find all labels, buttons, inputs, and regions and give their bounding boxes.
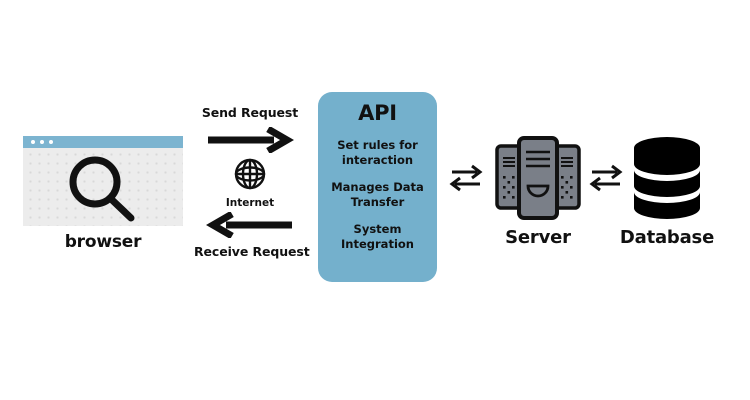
database-label: Database	[619, 227, 715, 248]
database-node	[630, 134, 704, 222]
api-title: API	[358, 101, 397, 125]
exchange-arrow-api-server-icon	[449, 164, 483, 192]
window-dot-2-icon	[40, 140, 44, 144]
exchange-arrow-server-database-icon	[589, 164, 623, 192]
api-feature-2: Manages Data Transfer	[331, 180, 424, 209]
browser-titlebar	[23, 136, 183, 148]
send-request-label: Send Request	[201, 105, 299, 120]
internet-label: Internet	[225, 197, 275, 209]
browser-node	[23, 136, 183, 226]
browser-window	[23, 136, 183, 226]
internet-connector-group: Send Request Internet Receive Request	[194, 105, 310, 260]
api-feature-1: Set rules for interaction	[337, 138, 418, 167]
server-node	[495, 134, 581, 222]
server-label: Server	[505, 227, 571, 248]
arrow-right-icon	[208, 127, 294, 153]
api-feature-3: System Integration	[341, 222, 414, 251]
server-rack-icon	[495, 136, 581, 220]
globe-icon	[234, 158, 266, 190]
window-dot-3-icon	[49, 140, 53, 144]
database-cylinder-icon	[634, 137, 700, 219]
arrow-left-icon	[206, 212, 292, 238]
window-dot-1-icon	[31, 140, 35, 144]
magnifier-icon	[69, 156, 135, 222]
api-box: API Set rules for interaction Manages Da…	[318, 92, 437, 282]
receive-request-label: Receive Request	[194, 244, 310, 259]
browser-label: browser	[64, 232, 142, 252]
